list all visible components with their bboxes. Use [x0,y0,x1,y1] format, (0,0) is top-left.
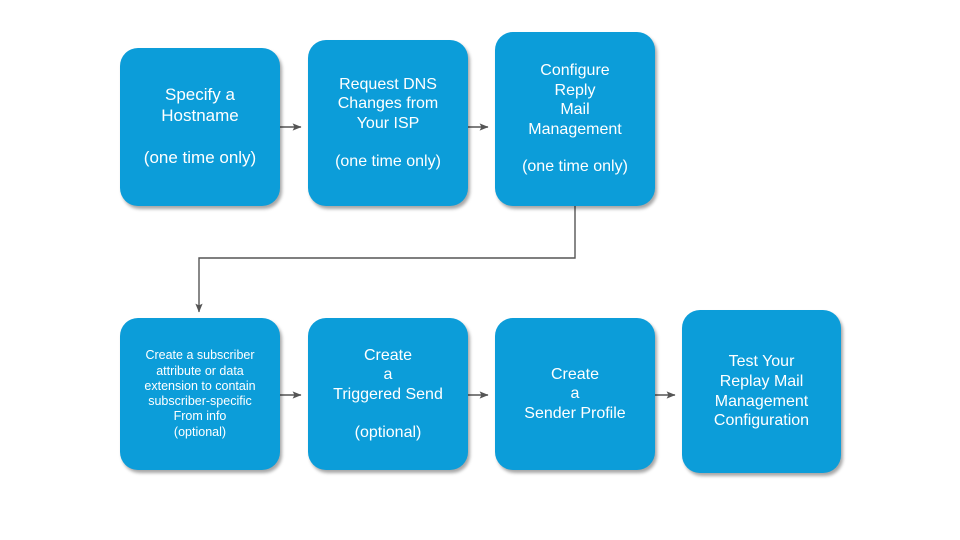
node-title: Request DNS Changes from Your ISP [337,75,439,132]
arrow-reply-mail-to-subscriber [195,206,576,313]
node-subtext: (one time only) [335,152,441,170]
node-title: Create a Triggered Send [333,346,443,403]
node-subtext: (one time only) [522,158,628,176]
node-title: Create a Sender Profile [524,365,626,422]
node-test-replay-mail-management-configuration[interactable]: Test Your Replay Mail Management Configu… [682,310,841,473]
node-specify-hostname[interactable]: Specify a Hostname (one time only) [120,48,280,206]
node-configure-reply-mail-management[interactable]: Configure Reply Mail Management (one tim… [495,32,655,206]
node-title: Specify a Hostname [161,84,239,125]
node-title: Create a subscriber attribute or data ex… [144,348,256,439]
node-title: Test Your Replay Mail Management Configu… [713,353,810,430]
node-subtext: (one time only) [143,148,257,168]
node-create-subscriber-attribute[interactable]: Create a subscriber attribute or data ex… [120,318,280,470]
node-create-triggered-send[interactable]: Create a Triggered Send (optional) [308,318,468,470]
node-create-sender-profile[interactable]: Create a Sender Profile [495,318,655,470]
node-title: Configure Reply Mail Management [528,62,622,138]
node-subtext: (optional) [354,423,422,441]
node-request-dns-changes[interactable]: Request DNS Changes from Your ISP (one t… [308,40,468,206]
